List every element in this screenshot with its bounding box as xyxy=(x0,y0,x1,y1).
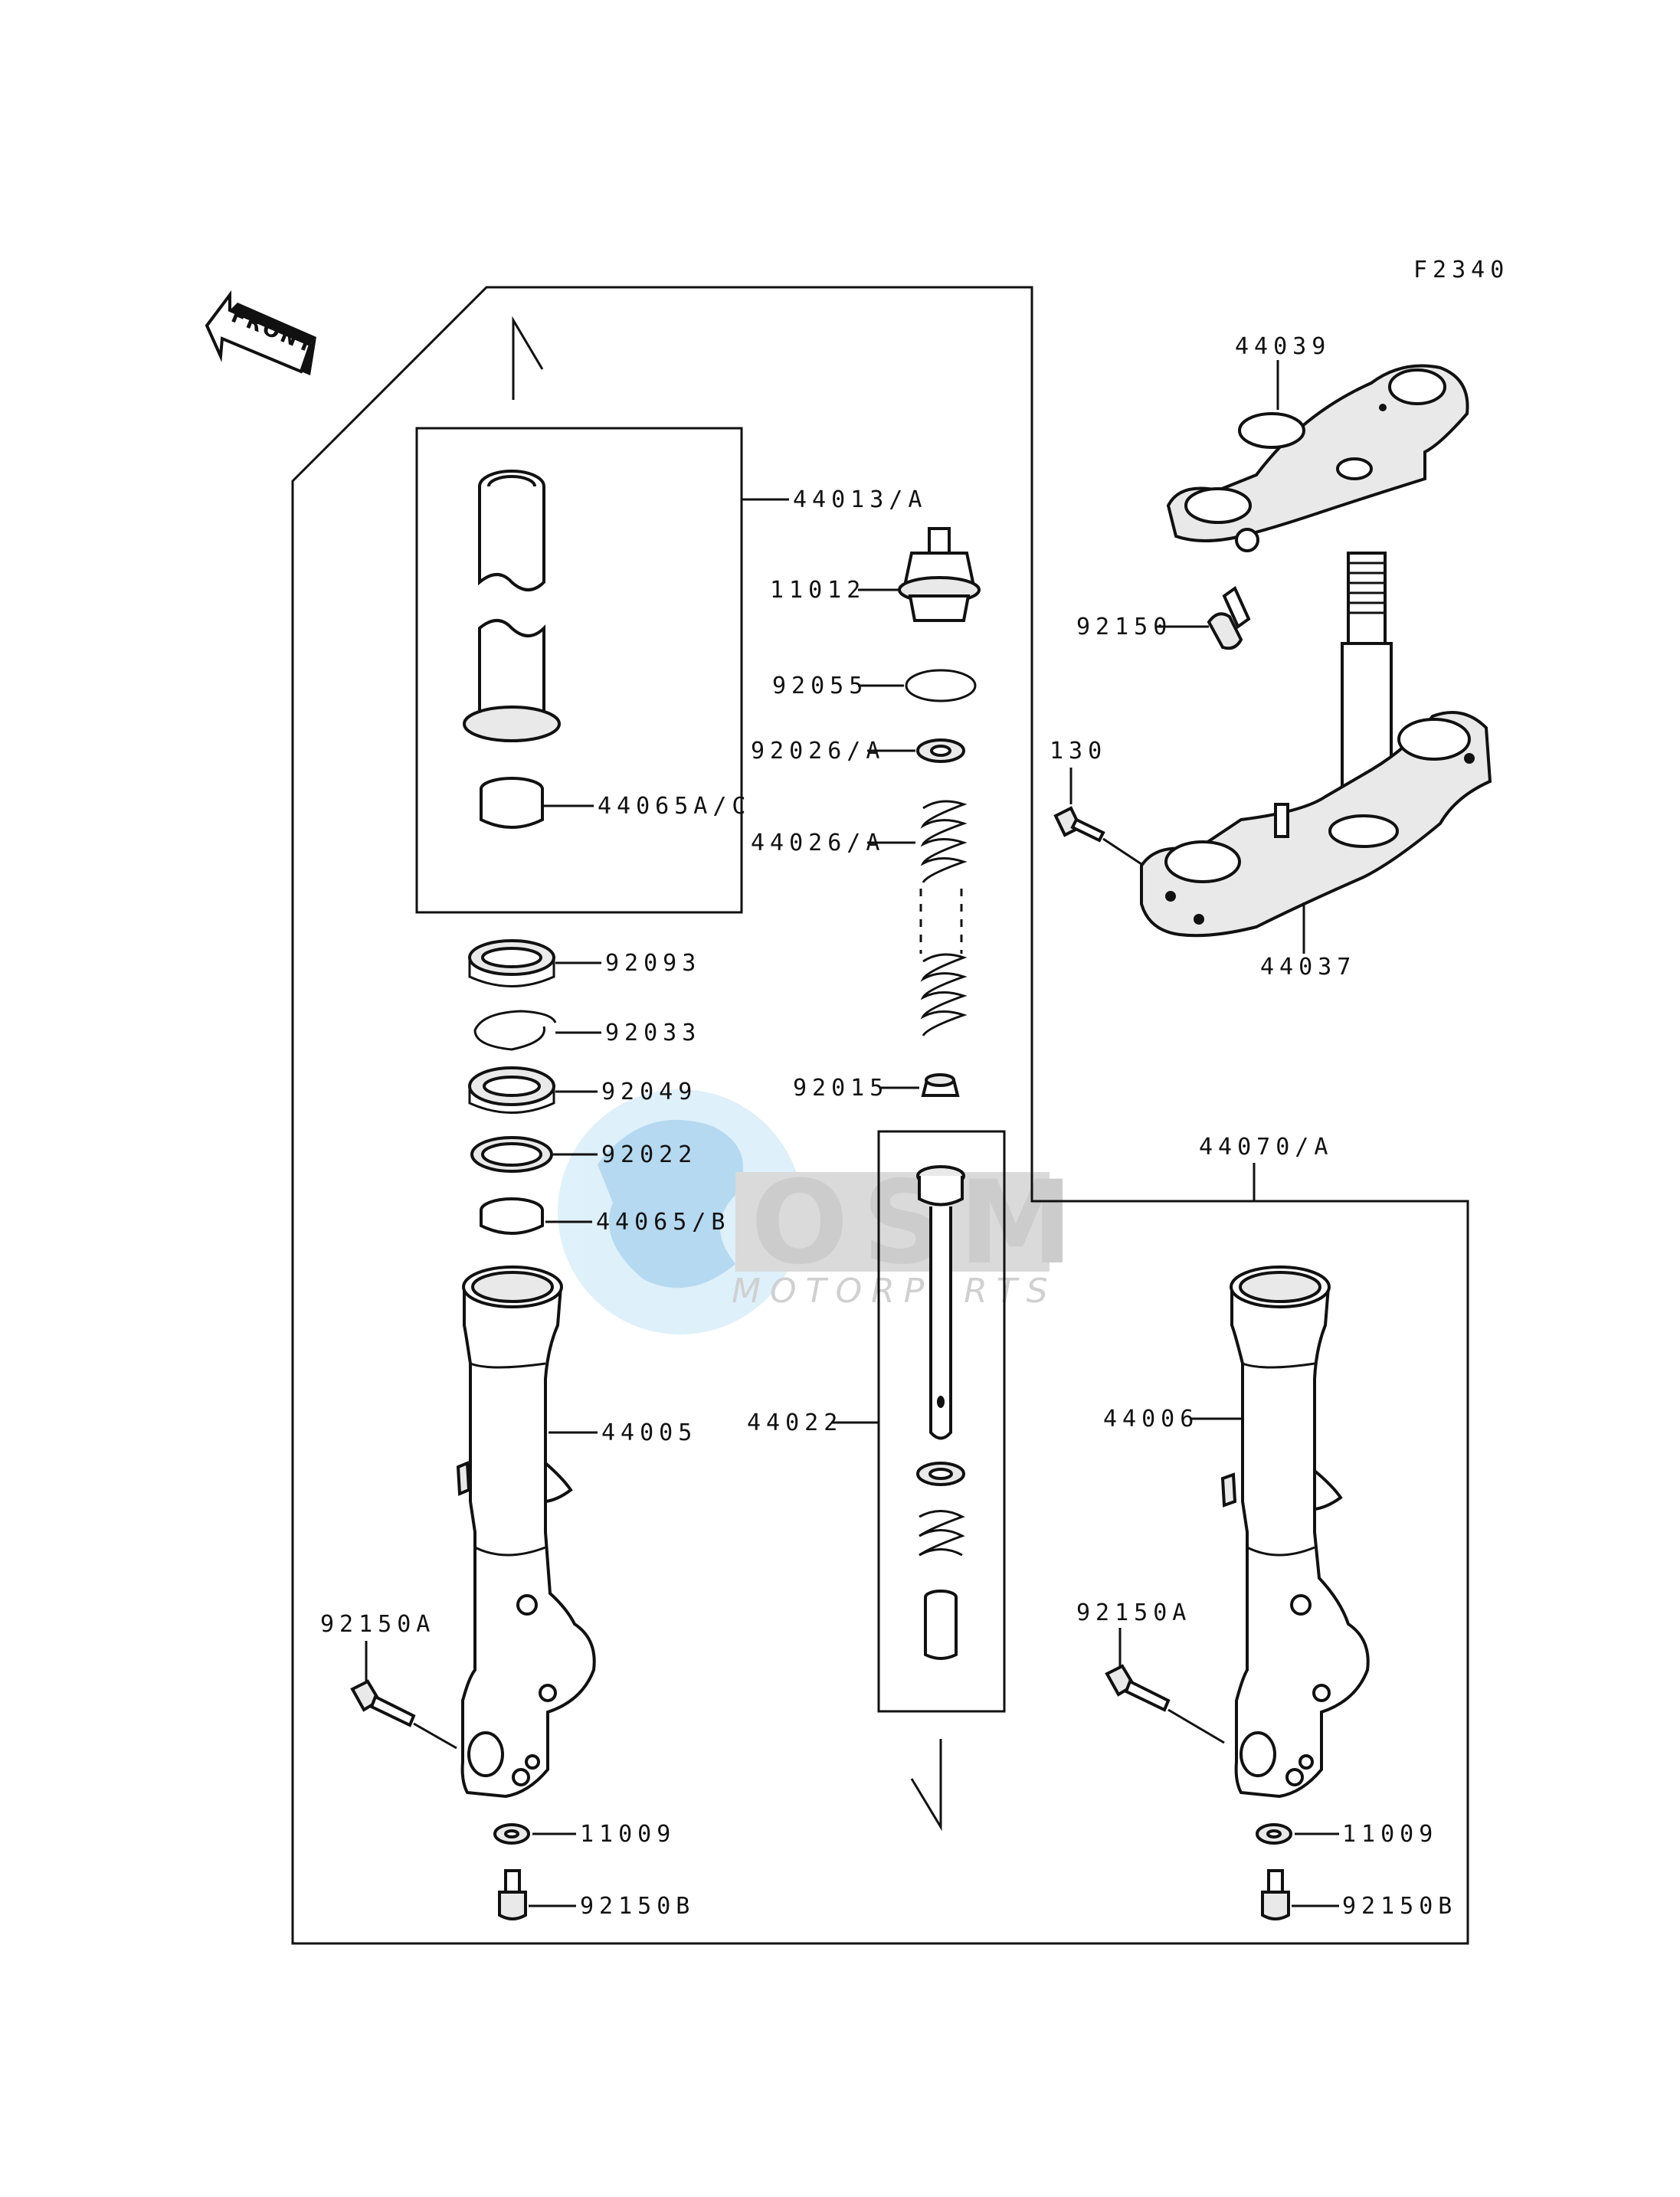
label-92150B-right: 92150B xyxy=(1342,1893,1457,1920)
washer-11009-left-icon xyxy=(493,1823,530,1845)
fork-outer-tube-right xyxy=(1220,1265,1370,1799)
nut-92015-icon xyxy=(921,1073,960,1097)
fork-outer-tube-left xyxy=(456,1265,596,1799)
upper-triple-clamp xyxy=(1166,364,1469,552)
label-92049: 92049 xyxy=(601,1079,697,1105)
label-11009-left: 11009 xyxy=(580,1821,676,1848)
clip-92033-icon xyxy=(473,1010,557,1051)
label-92015: 92015 xyxy=(793,1075,889,1102)
label-44005: 44005 xyxy=(601,1419,697,1446)
bolt-92150-icon xyxy=(1207,585,1251,650)
washer-11009-right-icon xyxy=(1256,1823,1292,1845)
bolt-92150B-left-icon xyxy=(498,1869,527,1920)
figure-code: F2340 xyxy=(1413,257,1509,283)
bolt-92150B-right-icon xyxy=(1261,1869,1290,1920)
label-92150B-left: 92150B xyxy=(580,1893,695,1920)
label-11012: 11012 xyxy=(770,577,866,604)
bolt-92150A-right-icon xyxy=(1105,1664,1171,1712)
watermark: OSM MOTORPARTS xyxy=(558,1089,1087,1334)
label-130: 130 xyxy=(1050,738,1107,765)
label-92150: 92150 xyxy=(1076,614,1172,640)
label-92093: 92093 xyxy=(605,950,701,977)
label-92150A-left: 92150A xyxy=(320,1611,435,1638)
damper-rod-44022 xyxy=(916,1165,965,1660)
spring-44026A-icon xyxy=(919,800,968,1036)
label-92026A: 92026/A xyxy=(751,738,885,765)
bolt-130-icon xyxy=(1053,806,1105,843)
o-ring-92055-icon xyxy=(905,669,977,702)
front-arrow-icon: FRONT xyxy=(205,290,318,375)
label-44037: 44037 xyxy=(1260,954,1356,981)
label-92150A-right: 92150A xyxy=(1076,1599,1191,1626)
label-11009-right: 11009 xyxy=(1342,1821,1438,1848)
label-92022: 92022 xyxy=(601,1141,697,1168)
fork-tube-box xyxy=(415,427,743,914)
label-44026A: 44026/A xyxy=(751,830,885,856)
label-44006: 44006 xyxy=(1103,1406,1199,1432)
label-44065AC: 44065A/C xyxy=(598,793,752,820)
cap-bolt-11012-icon xyxy=(898,527,981,622)
label-92055: 92055 xyxy=(772,673,868,699)
break-mark-top xyxy=(512,316,544,400)
label-44070A: 44070/A xyxy=(1199,1134,1333,1161)
seal-92049-icon xyxy=(468,1066,555,1114)
lower-triple-clamp xyxy=(1140,552,1492,938)
label-44065B: 44065/B xyxy=(596,1209,730,1236)
label-92033: 92033 xyxy=(605,1020,701,1046)
label-44039: 44039 xyxy=(1235,333,1331,360)
assembly-outline xyxy=(291,286,1469,1945)
fork-inner-tube xyxy=(463,470,561,742)
bushing-44065AC-icon xyxy=(480,777,544,829)
bolt-92150A-left-icon xyxy=(350,1679,416,1727)
washer-92026A-icon xyxy=(916,738,965,763)
break-mark-bottom xyxy=(910,1739,942,1832)
label-44022: 44022 xyxy=(747,1410,843,1436)
label-44013A: 44013/A xyxy=(793,486,927,513)
seal-92093-icon xyxy=(468,939,555,987)
bushing-44065B-icon xyxy=(480,1197,544,1235)
washer-92022-icon xyxy=(470,1136,553,1173)
watermark-main: OSM xyxy=(751,1157,1087,1290)
watermark-sub: MOTORPARTS xyxy=(732,1272,1057,1311)
